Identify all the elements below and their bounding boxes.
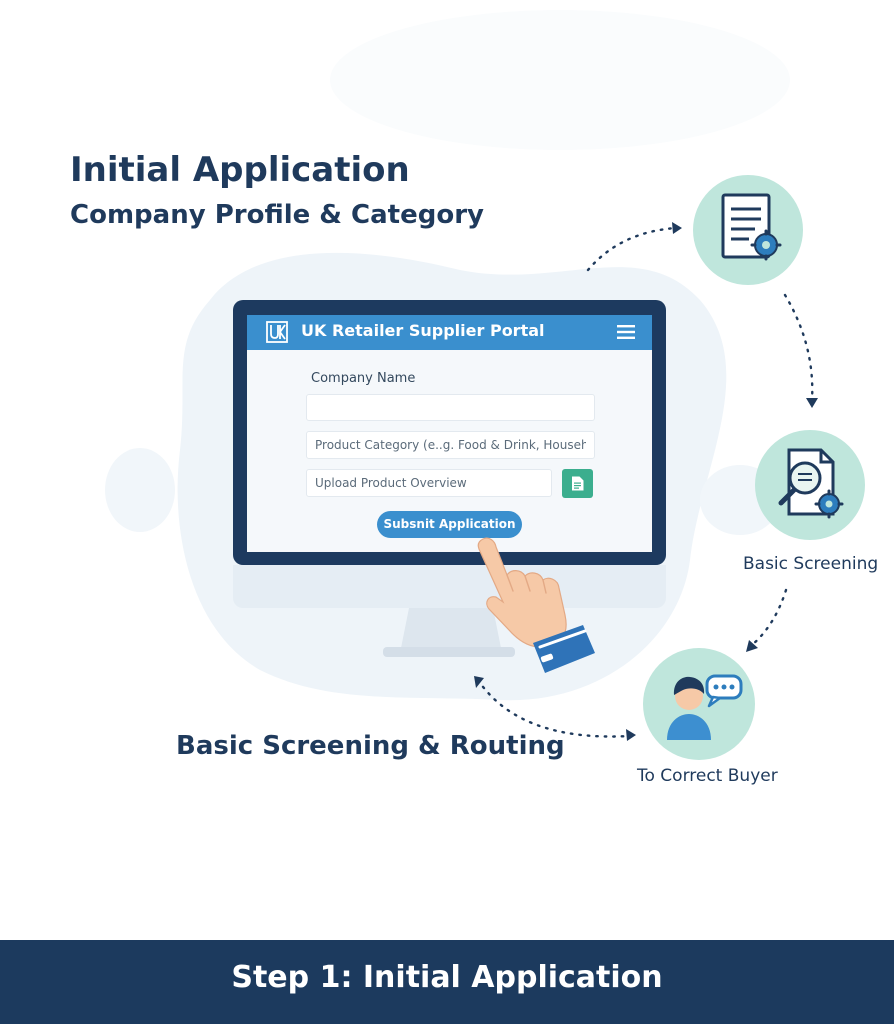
pointing-hand-icon [477, 537, 595, 673]
monitor-neck [401, 608, 501, 648]
monitor-chin [233, 565, 666, 608]
arrow-head-4 [626, 729, 636, 741]
portal-title: UK Retailer Supplier Portal [301, 321, 545, 340]
arrow-head-2 [806, 398, 818, 408]
arrow-head-5 [474, 676, 484, 688]
step-document-circle [693, 175, 803, 285]
company-name-label: Company Name [311, 371, 416, 386]
magnifier-document-gear-icon [778, 448, 844, 519]
flow-arrow-4 [476, 678, 632, 738]
document-icon [572, 476, 584, 491]
step-screening-circle [755, 430, 865, 540]
background-blob-top [330, 10, 790, 150]
step-buyer-circle [643, 648, 755, 760]
monitor-base [383, 647, 515, 657]
basic-screening-label: Basic Screening [743, 554, 879, 574]
uk-logo-icon [266, 321, 288, 343]
background-blob-left [105, 448, 175, 532]
product-category-input[interactable] [306, 431, 595, 459]
flow-arrow-3 [750, 588, 788, 647]
submit-application-button[interactable]: Subsnit Application [377, 511, 522, 538]
flow-arrow-2 [783, 293, 814, 402]
document-gear-icon [721, 193, 782, 261]
portal-header: UK Retailer Supplier Portal [247, 315, 652, 350]
upload-overview-input[interactable] [306, 469, 552, 497]
footer-band [0, 940, 894, 1024]
person-chat-icon [667, 674, 743, 740]
arrow-head-3 [746, 640, 758, 652]
routing-label: Basic Screening & Routing [176, 731, 565, 761]
company-name-input[interactable] [306, 394, 595, 421]
page-subtitle: Company Profile & Category [70, 200, 484, 230]
to-correct-buyer-label: To Correct Buyer [637, 766, 778, 786]
hamburger-menu-icon[interactable] [617, 325, 635, 339]
flow-arrow-1 [586, 226, 678, 272]
footer-step-title: Step 1: Initial Application [231, 960, 663, 995]
portal-screen: UK Retailer Supplier Portal Company Name… [247, 315, 652, 552]
arrow-head-1 [672, 222, 682, 234]
page-title: Initial Application [70, 150, 410, 190]
upload-button[interactable] [562, 469, 593, 498]
